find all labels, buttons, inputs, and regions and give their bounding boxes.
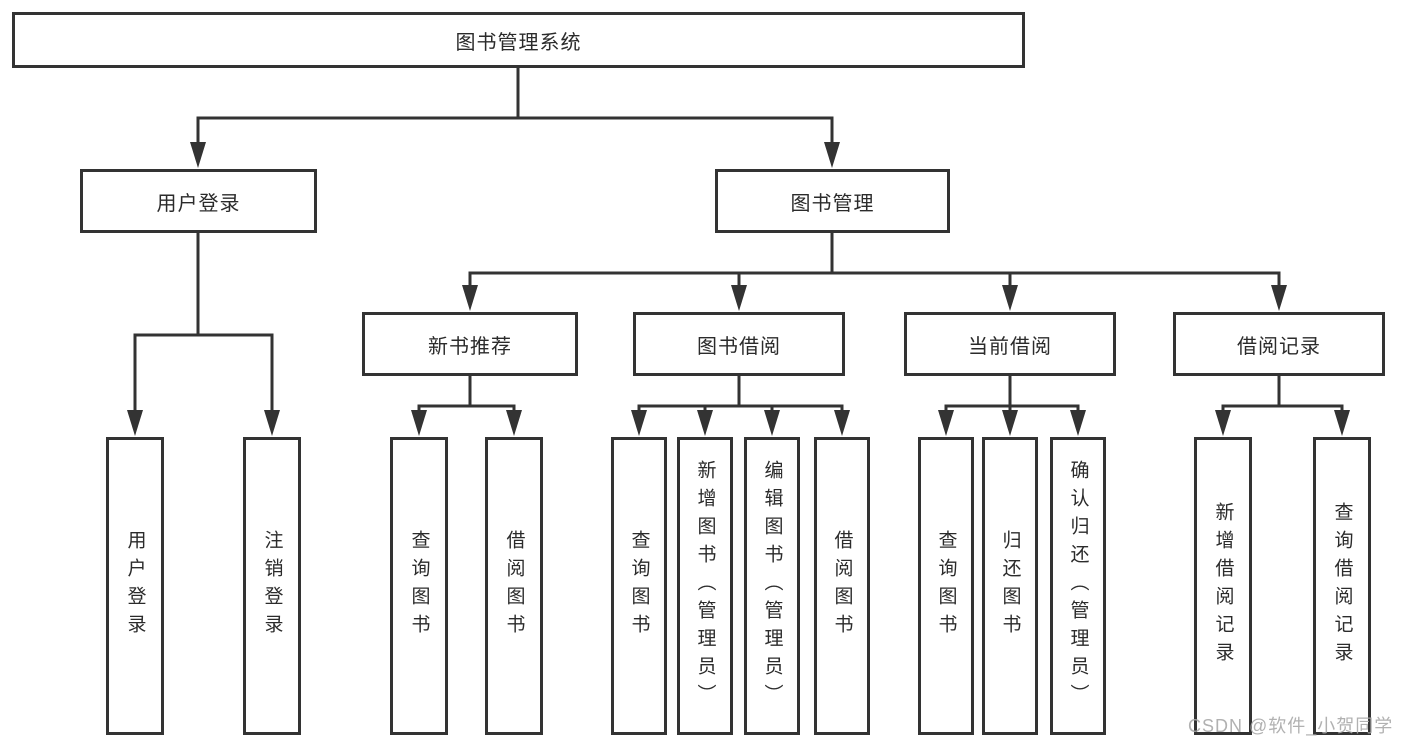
leaf-current-query-books-label: 查询图书	[935, 530, 957, 642]
leaf-borrow-query-books: 查询图书	[611, 437, 667, 735]
leaf-borrow-query-books-label: 查询图书	[628, 530, 650, 642]
leaf-return-books-label: 归还图书	[999, 530, 1021, 642]
leaf-current-query-books: 查询图书	[918, 437, 974, 735]
leaf-logout: 注销登录	[243, 437, 301, 735]
leaf-newrec-query-books: 查询图书	[390, 437, 448, 735]
leaf-add-borrow-record-label: 新增借阅记录	[1212, 502, 1234, 670]
leaf-newrec-borrow-books: 借阅图书	[485, 437, 543, 735]
node-book-borrow-label: 图书借阅	[697, 335, 781, 358]
node-borrow-records: 借阅记录	[1173, 312, 1385, 376]
leaf-user-login: 用户登录	[106, 437, 164, 735]
node-current-borrow-label: 当前借阅	[968, 335, 1052, 358]
node-book-management: 图书管理	[715, 169, 950, 233]
leaf-add-books-admin: 新增图书（管理员）	[677, 437, 733, 735]
leaf-query-borrow-record-label: 查询借阅记录	[1331, 502, 1353, 670]
leaf-user-login-label: 用户登录	[124, 530, 146, 642]
leaf-edit-books-admin: 编辑图书（管理员）	[744, 437, 800, 735]
node-current-borrow: 当前借阅	[904, 312, 1116, 376]
node-root-label: 图书管理系统	[455, 31, 582, 54]
leaf-confirm-return-admin: 确认归还（管理员）	[1050, 437, 1106, 735]
leaf-confirm-return-admin-label: 确认归还（管理员）	[1067, 460, 1089, 712]
leaf-add-borrow-record: 新增借阅记录	[1194, 437, 1252, 735]
node-root-library-management-system: 图书管理系统	[12, 12, 1025, 68]
node-user-login-label: 用户登录	[156, 192, 241, 215]
leaf-add-books-admin-label: 新增图书（管理员）	[694, 460, 716, 712]
leaf-newrec-query-books-label: 查询图书	[408, 530, 430, 642]
leaf-edit-books-admin-label: 编辑图书（管理员）	[761, 460, 783, 712]
node-book-borrow: 图书借阅	[633, 312, 845, 376]
node-new-book-recommend: 新书推荐	[362, 312, 578, 376]
node-new-book-recommend-label: 新书推荐	[428, 335, 512, 358]
node-borrow-records-label: 借阅记录	[1237, 335, 1321, 358]
leaf-borrow-books-label: 借阅图书	[831, 530, 853, 642]
leaf-query-borrow-record: 查询借阅记录	[1313, 437, 1371, 735]
node-user-login: 用户登录	[80, 169, 317, 233]
leaf-return-books: 归还图书	[982, 437, 1038, 735]
leaf-newrec-borrow-books-label: 借阅图书	[503, 530, 525, 642]
leaf-borrow-books: 借阅图书	[814, 437, 870, 735]
node-book-management-label: 图书管理	[790, 192, 875, 215]
csdn-watermark: CSDN @软件_小贺同学	[1188, 716, 1394, 736]
leaf-logout-label: 注销登录	[261, 530, 283, 642]
